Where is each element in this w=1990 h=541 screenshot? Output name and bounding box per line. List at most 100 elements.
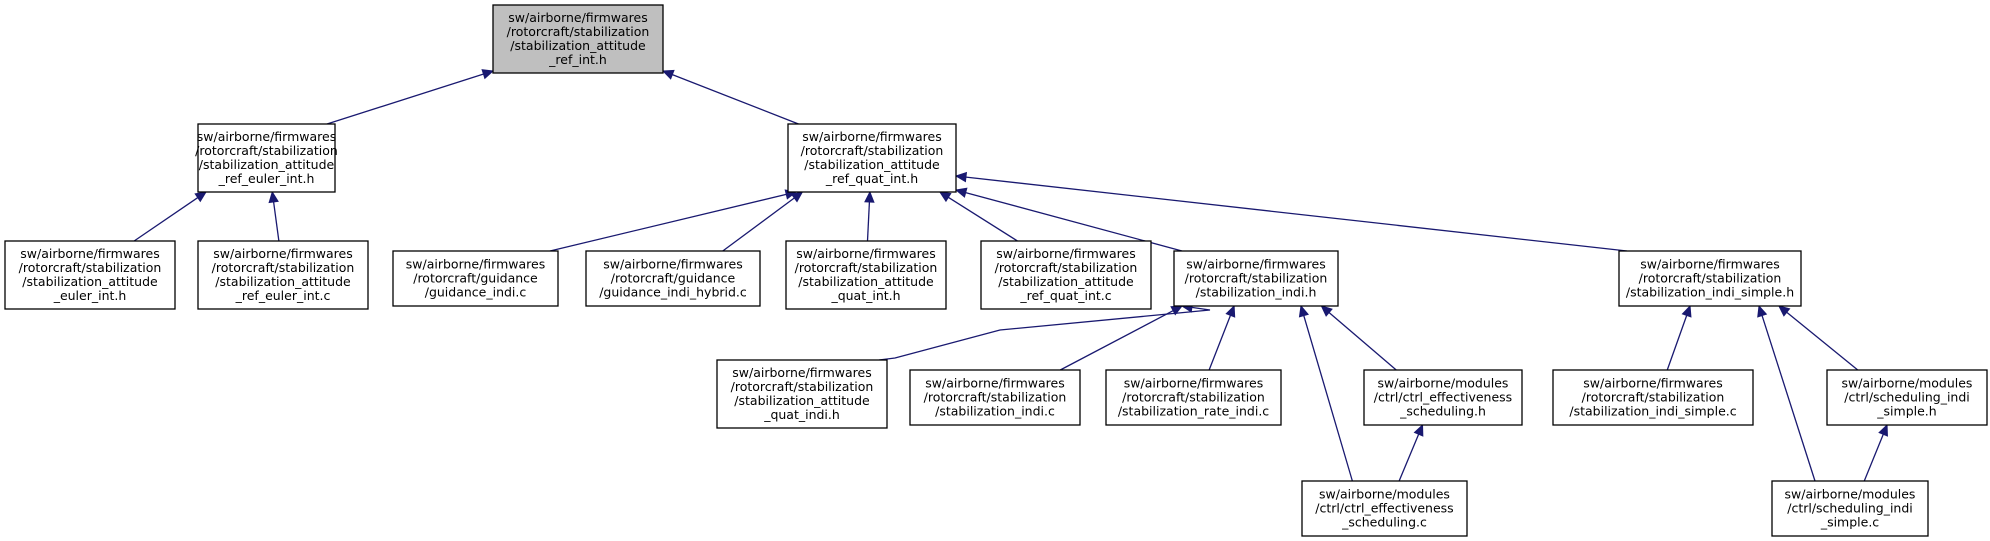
graph-node[interactable]: sw/airborne/firmwares/rotorcraft/guidanc… — [392, 250, 559, 307]
node-label-line: /ctrl/ctrl_effectiveness — [1374, 390, 1512, 405]
node-box — [909, 369, 1081, 426]
node-label-line: sw/airborne/firmwares — [925, 376, 1064, 391]
node-box — [585, 250, 761, 307]
graph-node[interactable]: sw/airborne/firmwares/rotorcraft/stabili… — [787, 123, 957, 193]
edge-line — [1863, 433, 1885, 482]
node-label-line: /stabilization_attitude — [199, 157, 335, 172]
edge-line — [1327, 311, 1397, 371]
node-label-line: /rotorcraft/guidance — [611, 271, 736, 286]
graph-node[interactable]: sw/airborne/modules/ctrl/ctrl_effectiven… — [1363, 369, 1523, 426]
graph-node[interactable]: sw/airborne/firmwares/rotorcraft/stabili… — [1173, 250, 1339, 307]
node-label-line: sw/airborne/firmwares — [1583, 376, 1722, 391]
dependency-edge — [1863, 423, 1888, 482]
edge-line — [866, 200, 871, 242]
graph-node[interactable]: sw/airborne/firmwares/rotorcraft/stabili… — [492, 4, 664, 74]
node-label-line: /stabilization_attitude — [734, 393, 870, 408]
graph-node[interactable]: sw/airborne/firmwares/rotorcraft/stabili… — [1552, 369, 1754, 426]
node-label-line: sw/airborne/firmwares — [197, 129, 336, 144]
node-label-line: _ref_quat_int.h — [825, 171, 918, 186]
edge-line — [1666, 314, 1688, 371]
graph-node[interactable]: sw/airborne/firmwares/rotorcraft/stabili… — [195, 123, 338, 193]
node-label-line: sw/airborne/firmwares — [732, 365, 871, 380]
node-box — [392, 250, 559, 307]
dependency-edge — [133, 191, 208, 242]
node-label-line: /ctrl/scheduling_indi — [1787, 501, 1913, 516]
edge-line — [671, 73, 799, 125]
node-box — [1301, 480, 1468, 537]
node-label-line: sw/airborne/firmwares — [1640, 257, 1779, 272]
node-box — [785, 240, 947, 310]
edge-line — [272, 200, 280, 242]
graph-node[interactable]: sw/airborne/firmwares/rotorcraft/stabili… — [785, 240, 947, 310]
node-label-line: _scheduling.h — [1399, 404, 1486, 419]
dependency-edge — [268, 190, 280, 242]
node-label-line: _ref_int.h — [548, 52, 607, 67]
arrowhead-icon — [864, 190, 875, 203]
edge-line — [1302, 314, 1354, 482]
node-label-line: sw/airborne/firmwares — [1124, 376, 1263, 391]
dependency-edge — [1208, 304, 1236, 371]
edge-line — [1398, 433, 1420, 482]
node-label-line: /stabilization_attitude — [998, 274, 1134, 289]
graph-node[interactable]: sw/airborne/modules/ctrl/scheduling_indi… — [1771, 480, 1929, 537]
node-label-line: _euler_int.h — [53, 288, 127, 303]
node-label-line: /guidance_indi.c — [425, 285, 527, 300]
graph-node[interactable]: sw/airborne/firmwares/rotorcraft/stabili… — [909, 369, 1081, 426]
node-label-line: _ref_euler_int.h — [218, 171, 315, 186]
node-label-line: _simple.h — [1876, 404, 1936, 419]
graph-node[interactable]: sw/airborne/modules/ctrl/ctrl_effectiven… — [1301, 480, 1468, 537]
graph-node[interactable]: sw/airborne/firmwares/rotorcraft/stabili… — [716, 359, 888, 429]
edge-line — [133, 196, 199, 242]
dependency-edge — [1757, 304, 1816, 482]
edge-line — [549, 193, 788, 252]
node-label-line: sw/airborne/firmwares — [802, 129, 941, 144]
edge-line — [1059, 309, 1175, 371]
graph-node[interactable]: sw/airborne/firmwares/rotorcraft/stabili… — [980, 240, 1152, 310]
node-label-line: /stabilization_attitude — [215, 274, 351, 289]
node-label-line: sw/airborne/modules — [1319, 487, 1450, 502]
edge-line — [964, 176, 1628, 252]
node-label-line: sw/airborne/modules — [1378, 376, 1509, 391]
node-box — [980, 240, 1152, 310]
node-label-line: /stabilization_attitude — [510, 38, 646, 53]
node-box — [1771, 480, 1929, 537]
node-box — [1105, 369, 1282, 426]
arrowhead-icon — [1320, 305, 1333, 317]
arrowhead-icon — [1757, 304, 1768, 318]
edge-line — [1208, 314, 1232, 371]
node-label-line: /stabilization_attitude — [804, 157, 940, 172]
arrowhead-icon — [194, 191, 208, 203]
edge-line — [326, 73, 485, 125]
node-label-line: /rotorcraft/stabilization — [507, 24, 650, 39]
dependency-edge — [1666, 304, 1692, 371]
node-label-line: /rotorcraft/stabilization — [212, 260, 355, 275]
node-label-line: /guidance_indi_hybrid.c — [599, 285, 747, 300]
graph-node[interactable]: sw/airborne/firmwares/rotorcraft/stabili… — [1618, 250, 1802, 307]
graph-node[interactable]: sw/airborne/firmwares/rotorcraft/stabili… — [1105, 369, 1282, 426]
dependency-edge — [326, 69, 495, 125]
arrowhead-icon — [954, 171, 968, 183]
node-label-line: /rotorcraft/stabilization — [1185, 271, 1328, 286]
dependency-edge — [878, 302, 1211, 361]
node-label-line: /rotorcraft/stabilization — [1122, 390, 1265, 405]
node-label-line: _quat_indi.h — [763, 407, 840, 422]
arrowhead-icon — [268, 190, 279, 204]
node-label-line: /ctrl/scheduling_indi — [1844, 390, 1970, 405]
node-box — [4, 240, 176, 310]
graph-node[interactable]: sw/airborne/firmwares/rotorcraft/guidanc… — [585, 250, 761, 307]
node-label-line: /stabilization_indi_simple.h — [1626, 285, 1794, 300]
graph-node[interactable]: sw/airborne/firmwares/rotorcraft/stabili… — [197, 240, 369, 310]
node-label-line: _scheduling.c — [1341, 515, 1427, 530]
edge-line — [1785, 311, 1859, 371]
graph-node[interactable]: sw/airborne/modules/ctrl/scheduling_indi… — [1826, 369, 1988, 426]
arrowhead-icon — [1413, 423, 1424, 437]
dependency-edge — [722, 191, 804, 252]
arrowhead-icon — [661, 69, 675, 80]
node-label-line: sw/airborne/firmwares — [213, 246, 352, 261]
arrowhead-icon — [938, 191, 952, 203]
dependency-edge — [1320, 305, 1397, 371]
dependency-edge — [1059, 305, 1184, 371]
graph-node[interactable]: sw/airborne/firmwares/rotorcraft/stabili… — [4, 240, 176, 310]
node-box — [1363, 369, 1523, 426]
